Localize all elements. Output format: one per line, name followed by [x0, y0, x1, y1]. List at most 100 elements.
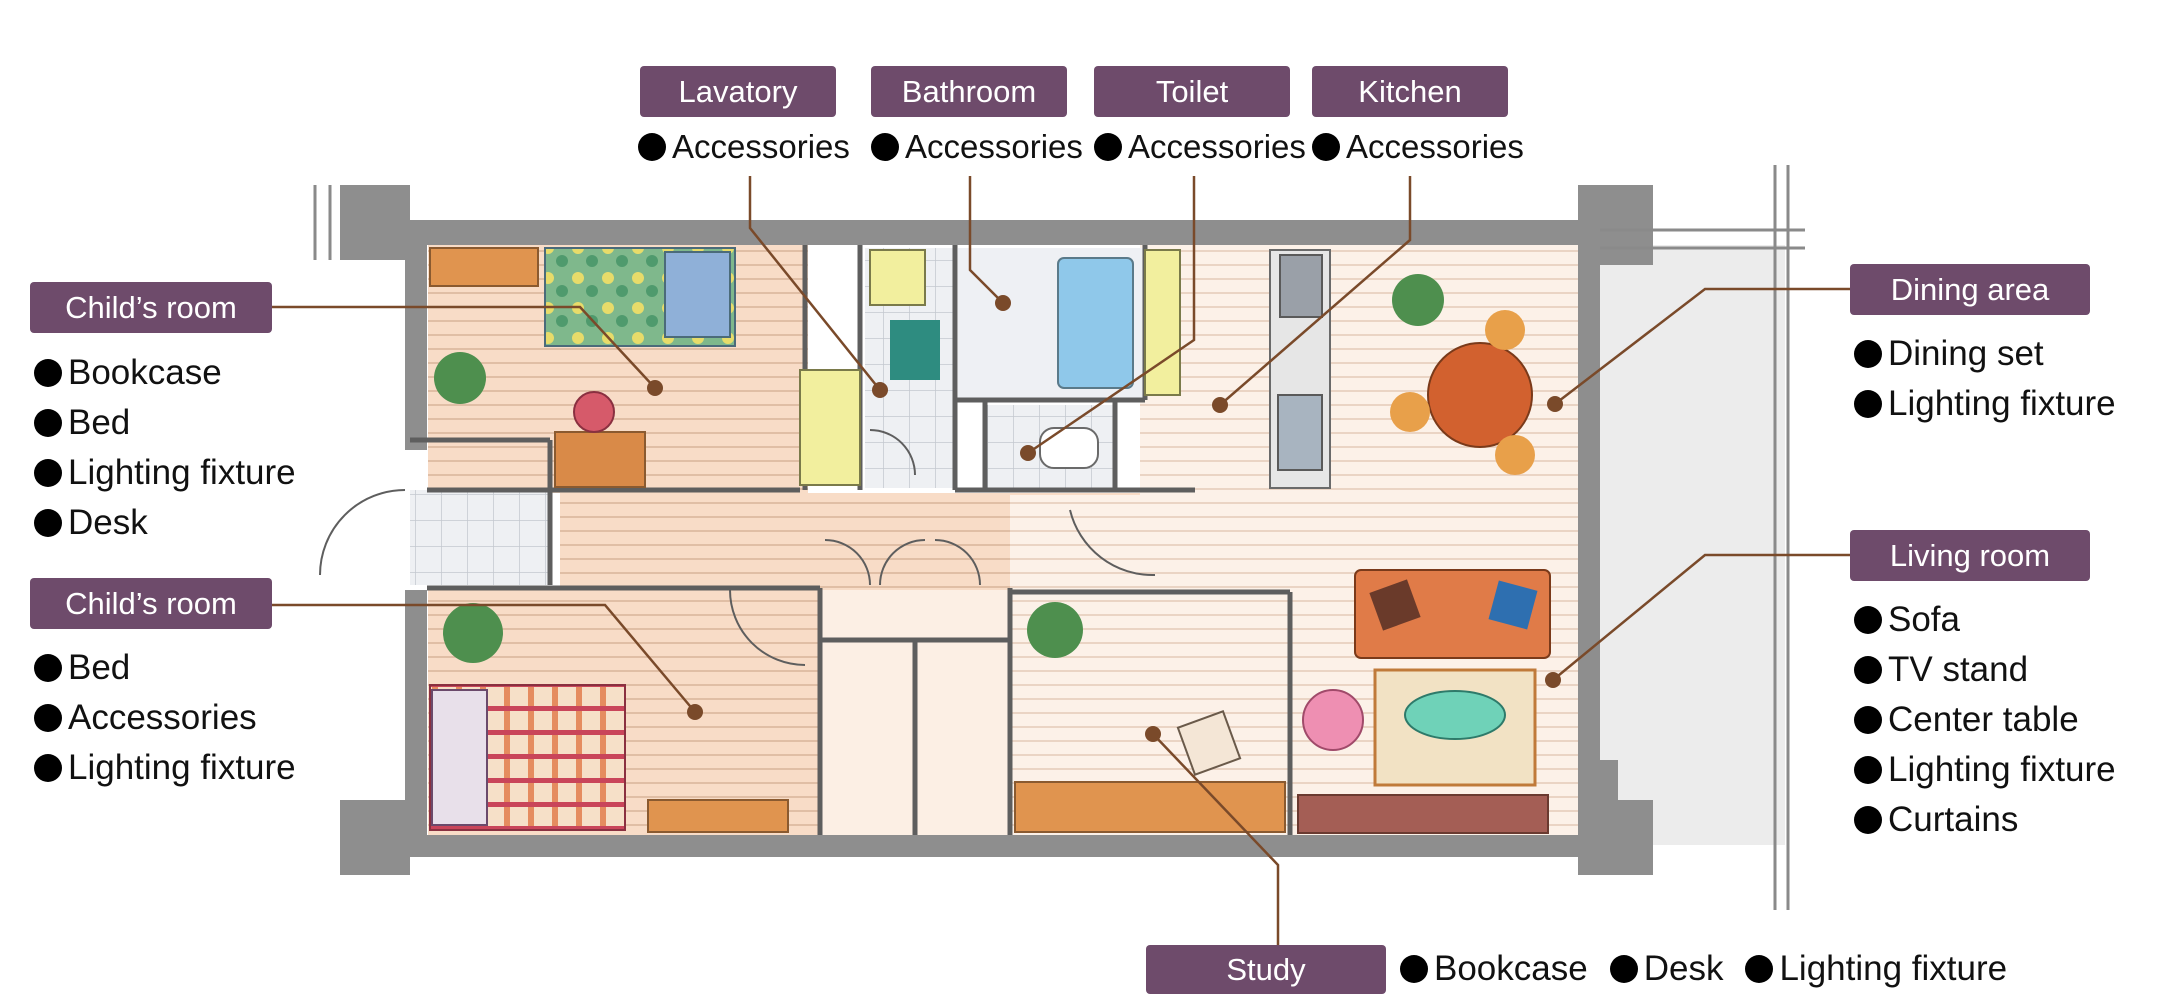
interior-walls [410, 245, 1293, 835]
list-item: Accessories [1094, 122, 1306, 172]
bullet-icon [871, 133, 899, 161]
study-items: Bookcase Desk Lighting fixture [1400, 944, 2029, 994]
bullet-icon [1854, 390, 1882, 418]
dining-chair-1 [1485, 310, 1525, 350]
cushion-2 [1488, 580, 1538, 630]
bullet-icon [34, 509, 62, 537]
list-item: Desk [34, 498, 296, 548]
list-item: Lighting fixture [34, 448, 296, 498]
wall-bottom [405, 835, 1605, 857]
kitchen-items: Accessories [1312, 122, 1524, 172]
stove [1279, 254, 1323, 318]
kitchen-sink [1277, 394, 1323, 471]
plant-child-1 [434, 352, 486, 404]
childs-room-1-label: Child’s room [30, 282, 272, 333]
fridge-cabinet [1144, 249, 1181, 396]
list-item: Accessories [638, 122, 850, 172]
plant-study [1027, 602, 1083, 658]
leader-childs-room-2-dot [687, 704, 703, 720]
bullet-icon [1854, 706, 1882, 734]
bullet-icon [1854, 656, 1882, 684]
wall-left-top [405, 220, 427, 450]
list-item: Accessories [34, 693, 296, 743]
vanity [799, 369, 861, 486]
wall-left-bottom [405, 590, 427, 855]
leader-kitchen [1219, 176, 1412, 406]
bullet-icon [1745, 955, 1774, 983]
list-item: Lighting fixture [1854, 745, 2116, 795]
bullet-icon [34, 754, 62, 782]
living-room-label: Living room [1850, 530, 2090, 581]
genkan-floor [410, 490, 550, 585]
leader-study-dot [1145, 726, 1161, 742]
childs-room-1-items: Bookcase Bed Lighting fixture Desk [34, 348, 296, 548]
study-desk [1014, 781, 1286, 833]
list-item: Bed [34, 398, 296, 448]
bullet-icon [1854, 606, 1882, 634]
dining-chair-3 [1495, 435, 1535, 475]
leader-study [1152, 733, 1280, 945]
bullet-icon [1854, 340, 1882, 368]
list-item: Lighting fixture [34, 743, 296, 793]
pouf [1302, 689, 1364, 751]
bullet-icon [1854, 806, 1882, 834]
list-item: Lighting fixture [1745, 949, 2007, 989]
toilet-items: Accessories [1094, 122, 1306, 172]
bullet-icon [1094, 133, 1122, 161]
desk-child-1 [554, 431, 646, 488]
childs-room-2-items: Bed Accessories Lighting fixture [34, 643, 296, 793]
bullet-icon [34, 409, 62, 437]
bathroom-items: Accessories [871, 122, 1083, 172]
tv-stand [1297, 794, 1549, 834]
bullet-icon [638, 133, 666, 161]
plant-kitchen [1392, 274, 1444, 326]
bathroom-label: Bathroom [871, 66, 1067, 117]
list-item: Sofa [1854, 595, 2116, 645]
floors [410, 245, 1785, 845]
bath-mat [890, 320, 940, 380]
toilet-bowl [1039, 427, 1099, 469]
pillow-child-2 [431, 689, 488, 826]
leader-kitchen-dot [1212, 397, 1228, 413]
bullet-icon [1609, 955, 1638, 983]
list-item: Bed [34, 643, 296, 693]
wall-top [405, 220, 1605, 245]
column-top-right [1578, 185, 1653, 265]
leader-toilet [1027, 176, 1196, 455]
dining-area-items: Dining set Lighting fixture [1854, 329, 2116, 429]
bullet-icon [1400, 955, 1428, 983]
list-item: Accessories [1312, 122, 1524, 172]
column-mid-right [1578, 760, 1618, 820]
leader-living-room-dot [1545, 672, 1561, 688]
door-swings [319, 429, 1156, 666]
bathtub [1057, 257, 1134, 389]
toilet-label: Toilet [1094, 66, 1290, 117]
pillow-child-1 [664, 251, 731, 338]
dining-chair-2 [1390, 392, 1430, 432]
column-top-left [340, 185, 410, 260]
leader-dining-area [1554, 287, 1850, 405]
list-item: TV stand [1854, 645, 2116, 695]
column-bottom-left [340, 800, 410, 875]
bullet-icon [34, 654, 62, 682]
list-item: Lighting fixture [1854, 379, 2116, 429]
balcony [1600, 245, 1785, 845]
list-item: Center table [1854, 695, 2116, 745]
study-chair [1176, 710, 1242, 776]
leader-childs-room-1 [272, 305, 656, 389]
leader-childs-room-2 [272, 603, 696, 713]
cushion-1 [1369, 579, 1421, 631]
chair-child-1 [573, 391, 615, 433]
leader-bathroom-dot [995, 295, 1011, 311]
lavatory-items: Accessories [638, 122, 850, 172]
leader-lavatory [748, 176, 881, 391]
list-item: Dining set [1854, 329, 2116, 379]
lavatory-label: Lavatory [640, 66, 836, 117]
bullet-icon [1854, 756, 1882, 784]
leader-toilet-dot [1020, 445, 1036, 461]
bullet-icon [34, 704, 62, 732]
dining-table [1427, 342, 1533, 448]
study-label: Study [1146, 945, 1386, 994]
furniture [429, 247, 1551, 834]
